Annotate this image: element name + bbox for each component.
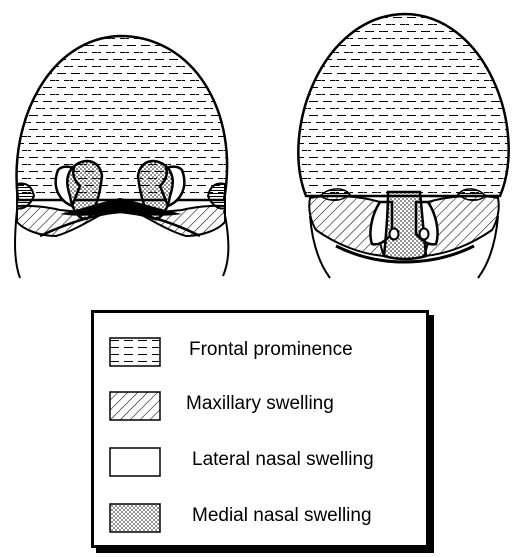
legend-label: Lateral nasal swelling (192, 449, 374, 471)
right-frontal-prominence (298, 14, 508, 196)
left-frontal-prominence (17, 36, 228, 200)
legend-swatch-horizontal-dashes (109, 337, 161, 367)
right-nostril-right (420, 229, 429, 240)
legend-swatch-stipple (109, 503, 161, 533)
legend-item-lateral-nasal-swelling: Lateral nasal swelling (94, 441, 426, 481)
legend-label: Frontal prominence (189, 339, 353, 361)
legend-item-medial-nasal-swelling: Medial nasal swelling (94, 497, 426, 537)
right-embryo-face (298, 14, 508, 278)
legend-item-frontal-prominence: Frontal prominence (94, 331, 426, 371)
legend-swatch-diagonal-hatch (109, 391, 161, 421)
legend-swatch-blank (109, 447, 161, 477)
right-nostril-left (390, 229, 399, 240)
legend-label: Medial nasal swelling (192, 505, 372, 527)
legend-item-maxillary-swelling: Maxillary swelling (94, 385, 426, 425)
left-embryo-face (15, 36, 228, 278)
legend-label: Maxillary swelling (186, 393, 334, 415)
legend-box: Frontal prominence Maxillary swelling La… (91, 310, 429, 548)
right-medial-nasal-swelling (384, 192, 426, 259)
